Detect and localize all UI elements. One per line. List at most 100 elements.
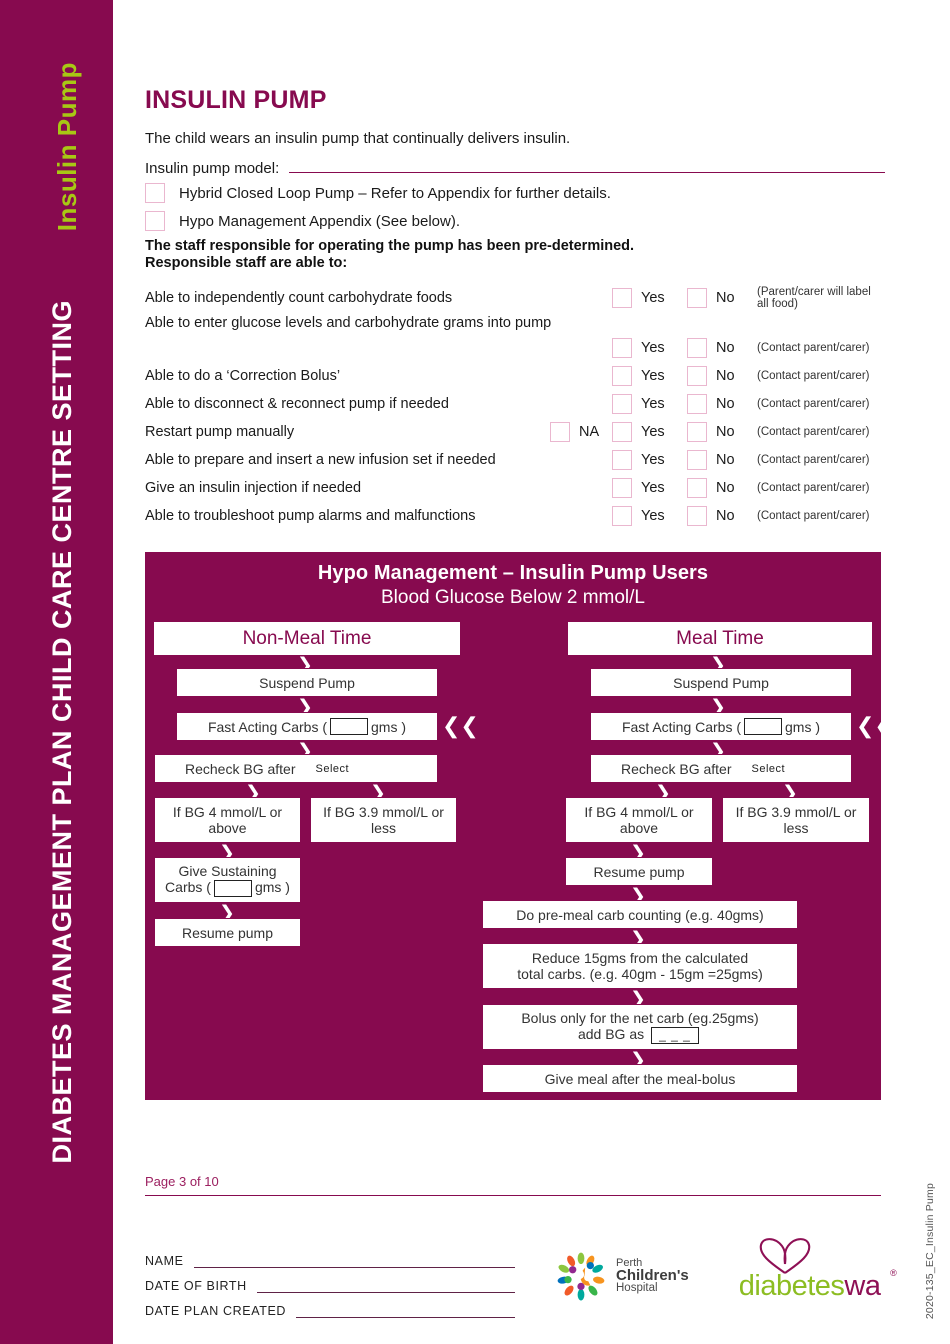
table-row: Able to troubleshoot pump alarms and mal… — [145, 502, 885, 530]
heart-leaf-icon — [759, 1238, 810, 1274]
sustaining-line-1: Give Sustaining — [178, 863, 277, 880]
bolus-bg-input[interactable]: _ _ _ — [651, 1026, 700, 1044]
sustaining-grams-input[interactable] — [213, 879, 252, 897]
checkbox-icon[interactable] — [687, 338, 707, 358]
checkbox-icon[interactable] — [687, 506, 707, 526]
na-label: NA — [579, 424, 600, 440]
checkbox-icon[interactable] — [687, 478, 707, 498]
checkbox-icon[interactable] — [550, 422, 570, 442]
no-label: No — [716, 508, 735, 524]
field-date-of-birth: DATE OF BIRTH — [145, 1268, 515, 1293]
flow-box-give-meal: Give meal after the meal-bolus — [482, 1064, 798, 1093]
pch-emblem-icon — [557, 1252, 605, 1301]
footer-divider — [145, 1195, 881, 1196]
row-note: (Contact parent/carer) — [757, 454, 870, 466]
row-note: (Parent/carer will label all food) — [757, 286, 871, 310]
registered-trademark-icon: ® — [890, 1268, 897, 1278]
fast-carbs-grams-input[interactable] — [744, 718, 783, 735]
sustaining-suffix: gms ) — [254, 879, 290, 896]
dob-input[interactable] — [256, 1282, 515, 1293]
recheck-interval-select[interactable]: Select — [751, 762, 786, 775]
field-name: NAME — [145, 1243, 515, 1268]
flow-box-recheck-bg-left: Recheck BG after Select — [154, 754, 438, 783]
chevron-down-icon: ❯ — [630, 988, 646, 1010]
recheck-interval-select[interactable]: Select — [315, 762, 350, 775]
checkbox-icon[interactable] — [612, 478, 632, 498]
table-row-options: Yes No (Contact parent/carer) — [145, 334, 885, 362]
task-label: Able to troubleshoot pump alarms and mal… — [145, 508, 476, 524]
checkbox-icon[interactable] — [612, 506, 632, 526]
sustaining-line-2: Carbs (gms ) — [165, 879, 290, 897]
bolus-prefix: add BG as — [577, 1026, 645, 1043]
flow-box-fast-acting-carbs-left: Fast Acting Carbs ( gms ) — [176, 712, 438, 741]
left-sidebar: Insulin Pump DIABETES MANAGEMENT PLAN CH… — [0, 0, 113, 1344]
diabeteswa-wordmark: diabeteswa — [739, 1270, 881, 1303]
chevron-down-icon: ❯ — [219, 902, 235, 924]
table-row: Able to do a ‘Correction Bolus’ Yes No (… — [145, 362, 885, 390]
option-label: Hypo Management Appendix (See below). — [179, 212, 461, 230]
checkbox-icon[interactable] — [687, 394, 707, 414]
no-option[interactable]: No — [687, 394, 757, 414]
no-option[interactable]: No — [687, 478, 757, 498]
yes-option[interactable]: Yes — [612, 506, 687, 526]
checkbox-icon[interactable] — [612, 394, 632, 414]
fast-carbs-grams-input[interactable] — [330, 718, 369, 735]
yes-option[interactable]: Yes — [612, 450, 687, 470]
yes-option[interactable]: Yes — [612, 288, 687, 308]
flow-box-bolus-net-carb: Bolus only for the net carb (eg.25gms) a… — [482, 1004, 798, 1050]
yes-option[interactable]: Yes — [612, 366, 687, 386]
checkbox-icon[interactable] — [612, 366, 632, 386]
checkbox-icon[interactable] — [687, 366, 707, 386]
fast-carbs-prefix: Fast Acting Carbs ( — [207, 718, 328, 735]
double-chevron-left-icon: ❮❮ — [442, 714, 479, 739]
checkbox-icon[interactable] — [145, 211, 165, 231]
fast-carbs-prefix: Fast Acting Carbs ( — [621, 718, 742, 735]
yes-option[interactable]: Yes — [612, 338, 687, 358]
row-note: (Contact parent/carer) — [757, 482, 870, 494]
document-reference-code: 2020-135_EC_Insulin Pump — [924, 1183, 936, 1320]
no-option[interactable]: No — [687, 366, 757, 386]
no-option[interactable]: No — [687, 338, 757, 358]
yes-label: Yes — [641, 452, 665, 468]
checkbox-icon[interactable] — [612, 338, 632, 358]
checkbox-icon[interactable] — [612, 422, 632, 442]
chevron-down-icon: ❯ — [297, 696, 313, 718]
name-input[interactable] — [193, 1257, 515, 1268]
flow-box-suspend-pump-left: Suspend Pump — [176, 668, 438, 697]
checkbox-icon[interactable] — [687, 450, 707, 470]
field-label: DATE OF BIRTH — [145, 1279, 247, 1293]
no-option[interactable]: No — [687, 450, 757, 470]
table-row: Give an insulin injection if needed Yes … — [145, 474, 885, 502]
checkbox-icon[interactable] — [612, 288, 632, 308]
option-hybrid-closed-loop[interactable]: Hybrid Closed Loop Pump – Refer to Appen… — [145, 183, 611, 203]
checkbox-icon[interactable] — [687, 288, 707, 308]
reduce-line-1: Reduce 15gms from the calculated — [531, 950, 749, 966]
no-label: No — [716, 368, 735, 384]
no-label: No — [716, 290, 735, 306]
date-plan-created-input[interactable] — [296, 1307, 515, 1318]
table-row: Able to prepare and insert a new infusio… — [145, 446, 885, 474]
na-option[interactable]: NA — [550, 422, 612, 442]
field-label: NAME — [145, 1254, 184, 1268]
checkbox-icon[interactable] — [612, 450, 632, 470]
no-option[interactable]: No — [687, 288, 757, 308]
patient-details-form: NAME DATE OF BIRTH DATE PLAN CREATED — [145, 1243, 515, 1318]
flow-heading-meal-time: Meal Time — [568, 622, 872, 655]
checkbox-icon[interactable] — [145, 183, 165, 203]
checkbox-icon[interactable] — [687, 422, 707, 442]
table-row: Able to disconnect & reconnect pump if n… — [145, 390, 885, 418]
pch-wordmark: Perth Children's Hospital — [616, 1257, 689, 1295]
insulin-pump-model-input[interactable] — [289, 157, 885, 173]
yes-option[interactable]: Yes — [612, 478, 687, 498]
task-label: Give an insulin injection if needed — [145, 480, 362, 496]
pch-line-2: Children's — [616, 1266, 689, 1284]
statement-line-2: Responsible staff are able to: — [145, 255, 348, 271]
yes-label: Yes — [641, 290, 665, 306]
yes-option[interactable]: Yes — [612, 422, 687, 442]
yes-option[interactable]: Yes — [612, 394, 687, 414]
no-option[interactable]: No — [687, 506, 757, 526]
perth-childrens-hospital-logo: Perth Children's Hospital — [555, 1250, 689, 1302]
option-hypo-management-appendix[interactable]: Hypo Management Appendix (See below). — [145, 211, 460, 231]
no-option[interactable]: No — [687, 422, 757, 442]
task-label: Able to enter glucose levels and carbohy… — [145, 315, 552, 331]
